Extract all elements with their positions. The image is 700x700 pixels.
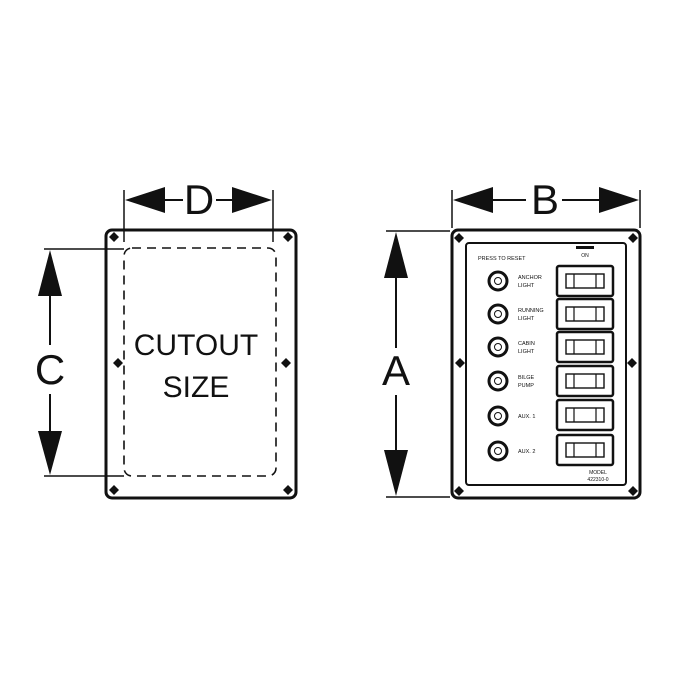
circuit-label-line1: BILGE <box>518 375 535 381</box>
press-to-reset-label: PRESS TO RESET <box>478 256 526 262</box>
arrowhead-down <box>384 450 408 496</box>
dimension-b-label: B <box>531 176 559 223</box>
circuit-label-line1: AUX. 1 <box>518 414 535 420</box>
breaker-reset-center <box>494 277 502 285</box>
circuit-row: BILGE PUMP <box>487 364 615 398</box>
panel-face <box>465 242 627 486</box>
model-label-line1: MODEL <box>589 470 607 476</box>
switch-panel: PRESS TO RESET ON ANCHOR LIGHT RUNNING L… <box>450 228 642 500</box>
rocker-switch[interactable] <box>555 364 615 398</box>
circuit-label-line2: PUMP <box>518 383 534 389</box>
breaker-reset-button[interactable] <box>487 336 509 358</box>
circuit-row: AUX. 1 <box>487 398 615 432</box>
circuit-row: ANCHOR LIGHT <box>487 264 615 298</box>
rocker-switch[interactable] <box>555 330 615 364</box>
breaker-reset-button[interactable] <box>487 405 509 427</box>
rocker-switch-window <box>565 442 605 458</box>
circuit-label-line1: ANCHOR <box>518 275 542 281</box>
breaker-reset-button[interactable] <box>487 370 509 392</box>
circuit-label-line2: LIGHT <box>518 349 535 355</box>
circuit-row: RUNNING LIGHT <box>487 297 615 331</box>
rocker-switch[interactable] <box>555 297 615 331</box>
arrowhead-up <box>38 250 62 296</box>
breaker-reset-center <box>494 412 502 420</box>
circuit-row: AUX. 2 <box>487 433 615 467</box>
breaker-reset-center <box>494 377 502 385</box>
rocker-switch-window <box>565 373 605 389</box>
rocker-switch[interactable] <box>555 398 615 432</box>
circuit-label-line1: AUX. 2 <box>518 449 535 455</box>
rocker-switch[interactable] <box>555 264 615 298</box>
circuit-label-line2: LIGHT <box>518 316 535 322</box>
breaker-reset-center <box>494 447 502 455</box>
arrowhead-left <box>453 187 493 213</box>
circuit-label-line2: LIGHT <box>518 283 535 289</box>
dimension-a-label: A <box>382 347 410 394</box>
circuit-label-line1: RUNNING <box>518 308 544 314</box>
breaker-reset-center <box>494 343 502 351</box>
cutout-dashed-outline <box>123 247 277 477</box>
cutout-plate: CUTOUT SIZE <box>104 228 298 500</box>
circuit-label-line1: CABIN <box>518 341 535 347</box>
rocker-switch-window <box>565 273 605 289</box>
cutout-label-line2: SIZE <box>163 371 230 404</box>
dimension-c: C <box>35 248 124 477</box>
dimension-b: B <box>451 176 641 228</box>
dimension-c-label: C <box>35 346 65 393</box>
rocker-switch-window <box>565 339 605 355</box>
panel-screw-holes <box>454 233 638 496</box>
dimension-d-label: D <box>184 176 214 223</box>
rocker-switch-window <box>565 407 605 423</box>
cutout-screw-holes <box>109 232 293 495</box>
cutout-label-line1: CUTOUT <box>134 329 258 362</box>
rocker-switch[interactable] <box>555 433 615 467</box>
breaker-reset-button[interactable] <box>487 303 509 325</box>
arrowhead-left <box>125 187 165 213</box>
arrowhead-down <box>38 431 62 475</box>
arrowhead-up <box>384 232 408 278</box>
breaker-reset-button[interactable] <box>487 440 509 462</box>
dimension-d: D <box>123 176 274 242</box>
breaker-reset-center <box>494 310 502 318</box>
circuit-row: CABIN LIGHT <box>487 330 615 364</box>
breaker-reset-button[interactable] <box>487 270 509 292</box>
model-label-line2: 422310-0 <box>587 477 608 483</box>
arrowhead-right <box>599 187 639 213</box>
on-indicator-bar <box>576 246 594 249</box>
rocker-switch-window <box>565 306 605 322</box>
dimension-a: A <box>382 230 450 498</box>
on-label: ON <box>581 253 589 259</box>
arrowhead-right <box>232 187 272 213</box>
